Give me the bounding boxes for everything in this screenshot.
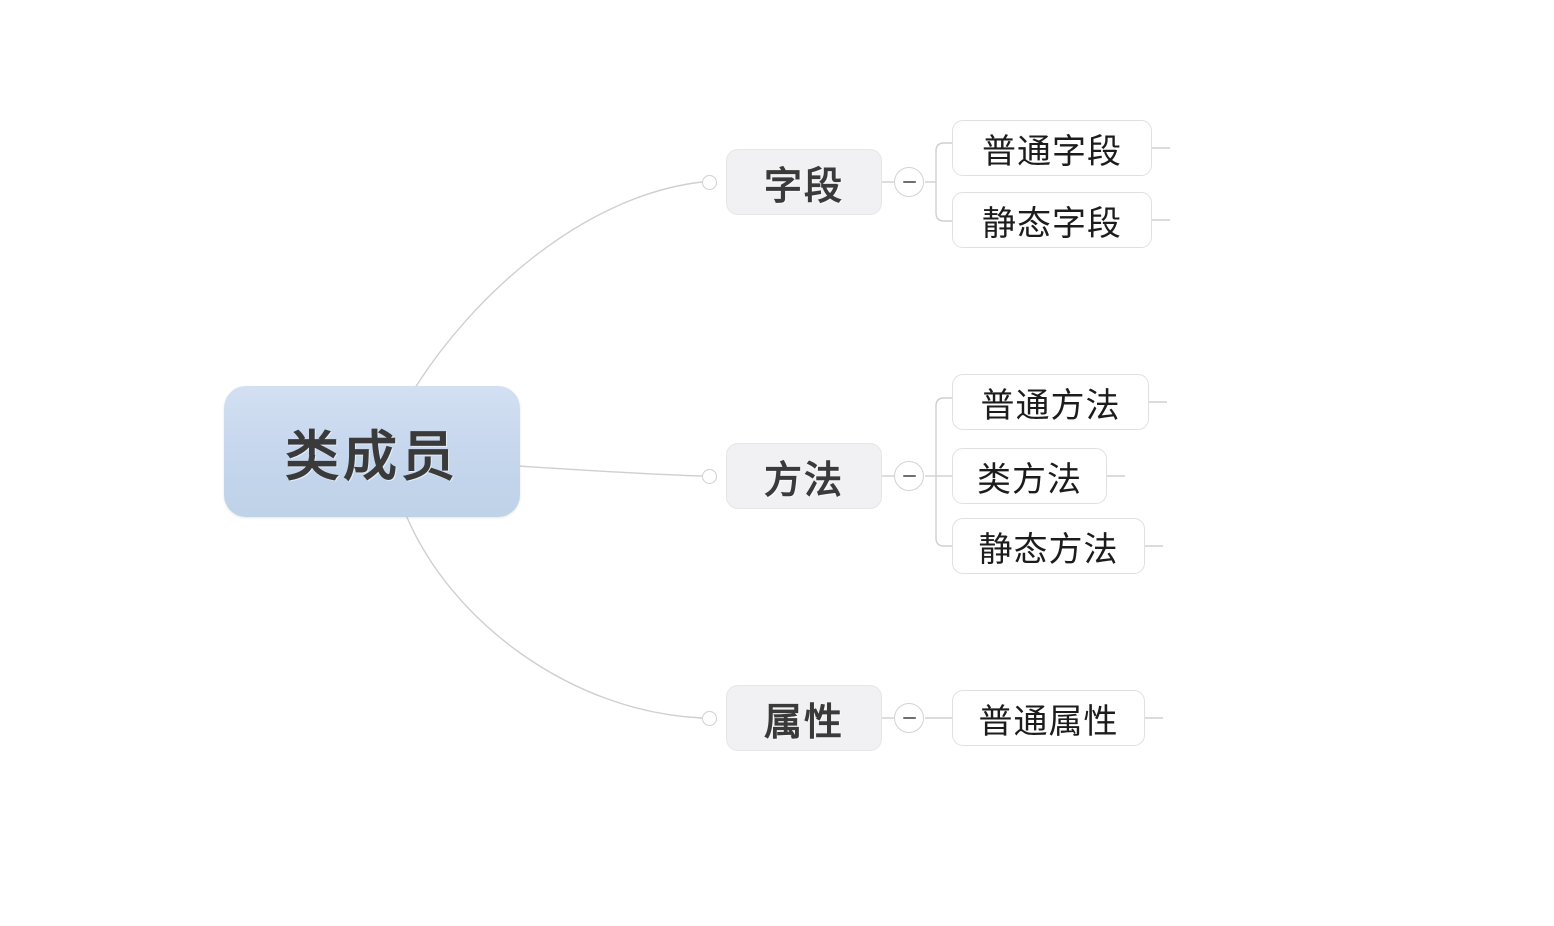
branch-node-method[interactable]: 方法 — [726, 443, 882, 509]
connector-dot-method[interactable] — [702, 469, 717, 484]
leaf-node-class-method[interactable]: 类方法 — [952, 448, 1107, 504]
edge-root-to-method — [517, 465, 703, 477]
collapse-toggle-property[interactable] — [894, 703, 924, 733]
bracket-method — [935, 397, 952, 547]
bracket-field — [935, 142, 952, 222]
leaf-node-static-field[interactable]: 静态字段 — [952, 192, 1152, 248]
leaf-node-normal-field[interactable]: 普通字段 — [952, 120, 1152, 176]
leaf-node-static-method[interactable]: 静态方法 — [952, 518, 1145, 574]
edge-root-to-property — [405, 514, 703, 719]
leaf-node-normal-method[interactable]: 普通方法 — [952, 374, 1149, 430]
branch-node-field[interactable]: 字段 — [726, 149, 882, 215]
minus-icon — [902, 181, 916, 183]
edge-root-to-field — [414, 181, 703, 389]
connector-dot-property[interactable] — [702, 711, 717, 726]
collapse-toggle-method[interactable] — [894, 461, 924, 491]
leaf-node-normal-property[interactable]: 普通属性 — [952, 690, 1145, 746]
connector-dot-field[interactable] — [702, 175, 717, 190]
branch-node-property[interactable]: 属性 — [726, 685, 882, 751]
minus-icon — [902, 717, 916, 719]
collapse-toggle-field[interactable] — [894, 167, 924, 197]
minus-icon — [902, 475, 916, 477]
root-node[interactable]: 类成员 — [224, 386, 520, 517]
